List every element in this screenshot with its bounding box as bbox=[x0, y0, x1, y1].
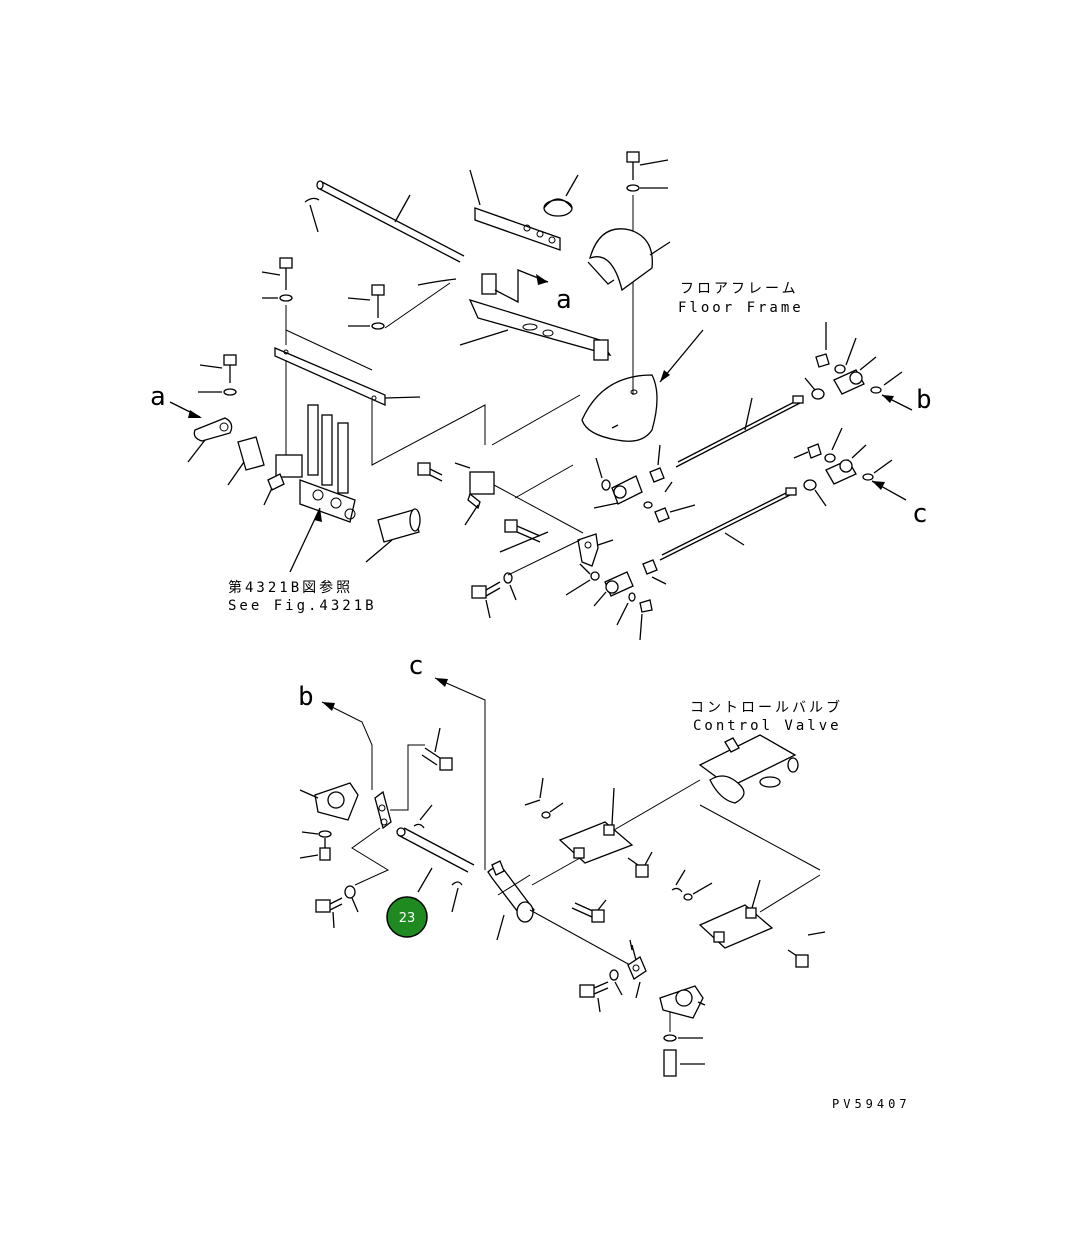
lever-arm bbox=[577, 533, 614, 575]
lever-set bbox=[263, 404, 356, 573]
top-right-bolt bbox=[626, 151, 669, 395]
top-rod bbox=[304, 180, 465, 263]
ref-b-leader bbox=[321, 701, 373, 790]
lower-mid-bolt bbox=[571, 899, 607, 923]
lower-left-bolt-2 bbox=[315, 885, 359, 929]
callout-number: 23 bbox=[399, 911, 416, 926]
lower-pipe bbox=[365, 508, 421, 563]
ref-b-right: b bbox=[916, 385, 932, 415]
lower-right-clips bbox=[671, 869, 713, 901]
ref-a-left: a bbox=[150, 382, 166, 412]
ref-b-lower: b bbox=[298, 682, 314, 712]
lower-right-lever bbox=[627, 939, 647, 999]
callout-badge[interactable] bbox=[386, 896, 428, 938]
lower-center-lever bbox=[487, 857, 631, 966]
lower-left-bolt bbox=[471, 539, 581, 619]
lower-small-lever bbox=[351, 744, 425, 886]
control-valve-en-label: Control Valve bbox=[693, 718, 842, 734]
pipe-cover bbox=[587, 228, 671, 292]
control-valve-jp-label: コントロールバルブ bbox=[690, 699, 843, 716]
lower-clips bbox=[524, 777, 564, 819]
see-fig-jp-label: 第4321B図参照 bbox=[228, 579, 353, 596]
rod-b-end bbox=[804, 322, 913, 411]
ref-c-lower: c bbox=[408, 651, 424, 681]
upper-plate bbox=[469, 169, 561, 251]
drawing-code: PV59407 bbox=[832, 1097, 911, 1111]
callout-23[interactable]: 23 bbox=[386, 896, 428, 938]
left-clevis bbox=[169, 401, 233, 463]
see-fig-en-label: See Fig.4321B bbox=[228, 598, 377, 614]
ref-c-right: c bbox=[912, 499, 928, 529]
rod-c bbox=[565, 487, 797, 641]
upper-left-bolts bbox=[198, 257, 451, 396]
lower-upper-bolt bbox=[421, 727, 453, 771]
floor-frame-en-label: Floor Frame bbox=[678, 300, 804, 316]
rod-c-end bbox=[793, 427, 907, 507]
control-valve bbox=[698, 734, 821, 871]
lower-assembly: 23 bbox=[299, 677, 826, 1077]
clamp-plate-1 bbox=[558, 779, 701, 878]
lower-right-bracket bbox=[659, 985, 706, 1077]
center-bolt bbox=[499, 519, 549, 553]
ref-c-leader bbox=[434, 677, 486, 870]
left-collar bbox=[227, 436, 265, 486]
lower-shaft bbox=[396, 804, 475, 913]
center-bracket bbox=[417, 462, 584, 534]
lower-bottom-bolt bbox=[579, 969, 623, 1013]
clamp-plate-2 bbox=[698, 874, 826, 968]
upper-bracket bbox=[417, 269, 612, 361]
upper-assembly bbox=[169, 151, 913, 641]
rubber-cap bbox=[543, 174, 579, 217]
floor-frame-shape bbox=[581, 329, 704, 442]
floor-frame-jp-label: フロアフレーム bbox=[680, 281, 799, 297]
rod-b bbox=[593, 395, 804, 523]
long-plate bbox=[274, 329, 581, 466]
ref-a-right: a bbox=[556, 285, 572, 315]
lower-left-bracket bbox=[299, 782, 359, 861]
